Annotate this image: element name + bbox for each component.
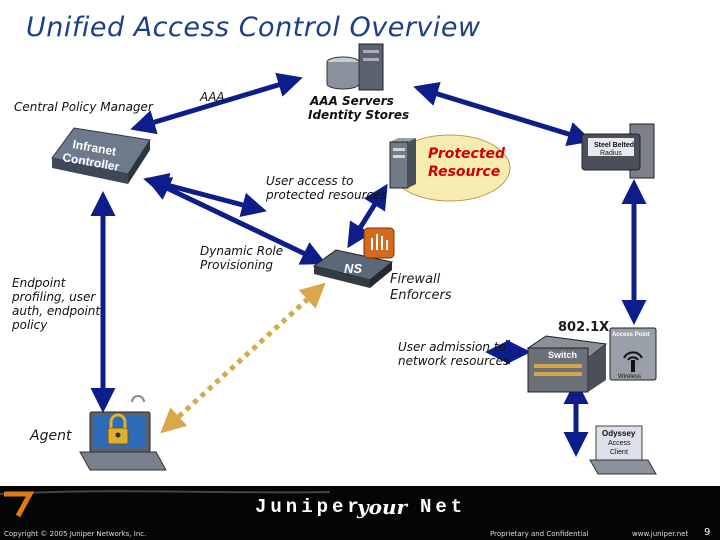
- user-admission-label-1: User admission to: [398, 340, 506, 354]
- dynamic-role-arrow: [145, 177, 327, 265]
- radius-arrow: [413, 81, 593, 147]
- footer-brand-net: Net: [420, 496, 467, 518]
- ns-firewall-icon: NS: [312, 227, 395, 288]
- dotted-agent-arrow: [160, 282, 326, 434]
- dynamic-role-label-1: Dynamic Role: [200, 244, 284, 258]
- steel-belted-text-1: Steel Belted: [594, 142, 634, 149]
- steel-belted-text-2: Radius: [600, 150, 622, 157]
- aaa-arrow: [130, 72, 303, 135]
- access-point-text: Access Point: [612, 332, 650, 338]
- identity-stores-label: Identity Stores: [308, 108, 410, 122]
- endpoint-label-1: Endpoint: [12, 276, 66, 290]
- firewall-protected-arrow: [347, 183, 388, 249]
- endpoint-label-2: profiling, user: [12, 290, 96, 304]
- user-access-label-2: protected resources: [266, 188, 387, 202]
- footer-bar: Juniper your Net: [0, 486, 720, 540]
- footer-copyright: Copyright © 2005 Juniper Networks, Inc.: [4, 530, 147, 538]
- endpoint-label-3: auth, endpoint: [12, 304, 101, 318]
- odyssey-text-3: Client: [610, 449, 628, 456]
- ns-text: NS: [344, 261, 362, 276]
- protected-server-icon: [389, 138, 416, 189]
- aaa-label: AAA: [200, 90, 225, 104]
- agent-laptop-icon: [79, 395, 167, 471]
- radius-server-icon: Steel Belted Radius: [581, 123, 655, 179]
- page-number: 9: [704, 527, 711, 538]
- user-access-label-1: User access to: [266, 174, 354, 188]
- switch-icon: Switch: [526, 335, 608, 393]
- wireless-text: Wireless: [618, 374, 641, 380]
- protected-label-2: Resource: [428, 164, 501, 180]
- dynamic-role-label-2: Provisioning: [200, 258, 274, 272]
- access-point-icon: Access Point Wireless: [609, 327, 657, 381]
- odyssey-client-icon: Odyssey Access Client: [589, 425, 657, 475]
- user-admission-label-2: network resources: [398, 354, 510, 368]
- page-title: Unified Access Control Overview: [26, 12, 481, 43]
- footer-brand-left: Juniper: [255, 496, 363, 518]
- firewall-label-2: Enforcers: [390, 288, 452, 303]
- firewall-label-1: Firewall: [390, 272, 441, 287]
- agent-label: Agent: [30, 428, 72, 444]
- footer-website: www.juniper.net: [632, 530, 689, 538]
- infranet-controller-icon: Infranet Controller: [51, 127, 151, 184]
- footer-proprietary: Proprietary and Confidential: [490, 530, 589, 538]
- dot1x-label: 802.1X: [558, 320, 610, 335]
- aaa-server-icon: [326, 43, 384, 91]
- footer-swoosh-icon: [0, 490, 331, 518]
- aaa-servers-label: AAA Servers: [310, 94, 394, 108]
- odyssey-text-2: Access: [608, 440, 631, 447]
- central-policy-manager-label: Central Policy Manager: [14, 100, 153, 114]
- endpoint-label-4: policy: [12, 318, 48, 332]
- diagram-canvas: Infranet Controller Steel Belted Radius …: [51, 43, 657, 475]
- protected-label-1: Protected: [428, 146, 506, 162]
- footer-brand-your: your: [357, 495, 408, 519]
- switch-text: Switch: [548, 350, 577, 360]
- odyssey-text-1: Odyssey: [602, 429, 636, 438]
